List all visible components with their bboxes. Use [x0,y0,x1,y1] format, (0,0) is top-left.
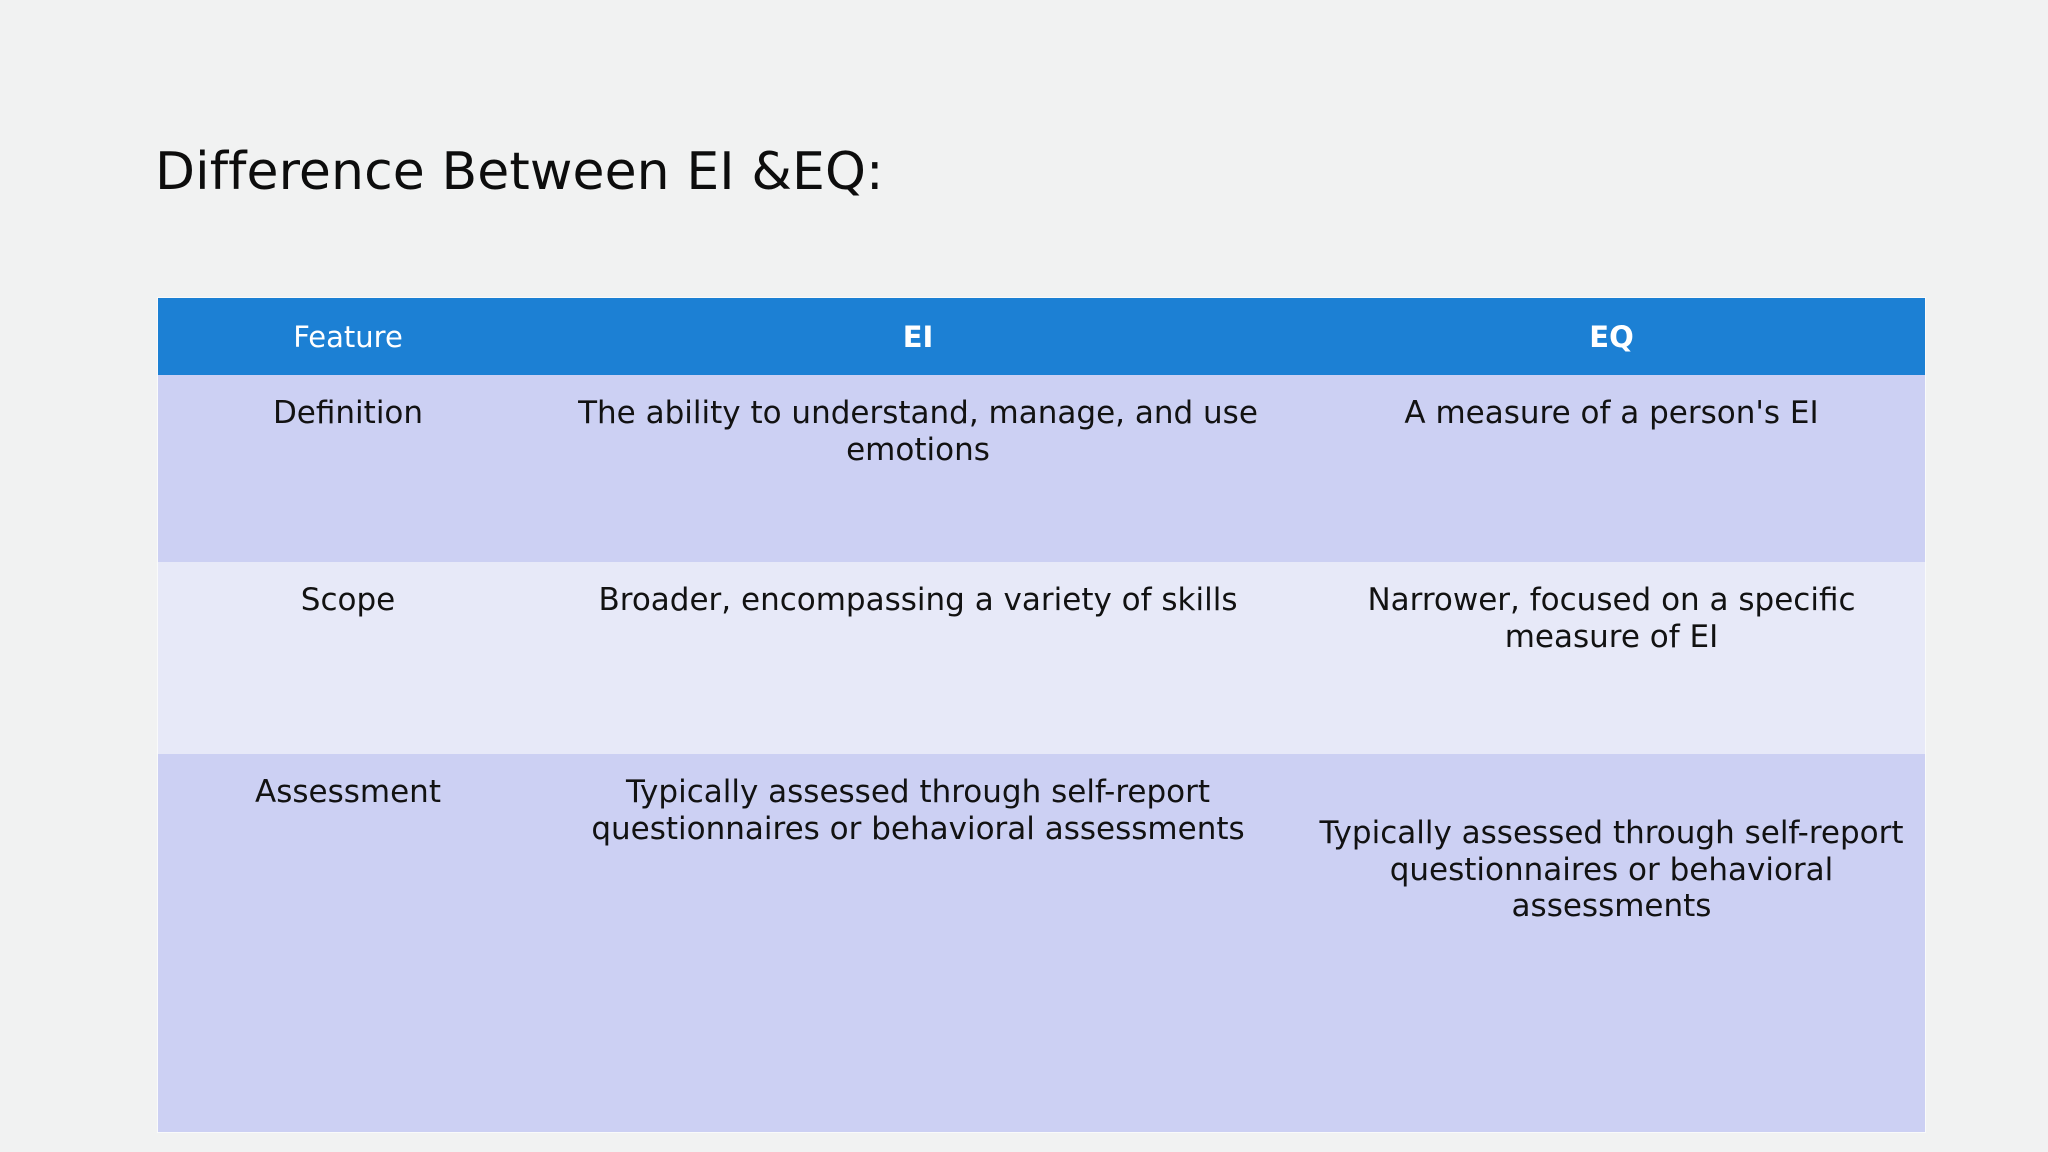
column-header-eq: EQ [1298,298,1925,375]
table-row: Scope Broader, encompassing a variety of… [158,562,1925,754]
page-title: Difference Between EI &EQ: [155,141,884,202]
table-body: Definition The ability to understand, ma… [158,375,1925,1132]
cell-ei-scope: Broader, encompassing a variety of skill… [538,562,1298,754]
cell-eq-definition: A measure of a person's EI [1298,375,1925,562]
table-row: Definition The ability to understand, ma… [158,375,1925,562]
cell-feature-scope: Scope [158,562,538,754]
cell-eq-scope: Narrower, focused on a specific measure … [1298,562,1925,754]
ei-eq-comparison-table: Feature EI EQ Definition The ability to … [158,298,1925,1132]
cell-ei-assessment: Typically assessed through self-report q… [538,754,1298,1132]
table-header: Feature EI EQ [158,298,1925,375]
column-header-ei: EI [538,298,1298,375]
cell-ei-definition: The ability to understand, manage, and u… [538,375,1298,562]
table-row: Assessment Typically assessed through se… [158,754,1925,1132]
cell-eq-assessment: Typically assessed through self-report q… [1298,754,1925,1132]
table-header-row: Feature EI EQ [158,298,1925,375]
column-header-feature: Feature [158,298,538,375]
cell-feature-assessment: Assessment [158,754,538,1132]
cell-feature-definition: Definition [158,375,538,562]
